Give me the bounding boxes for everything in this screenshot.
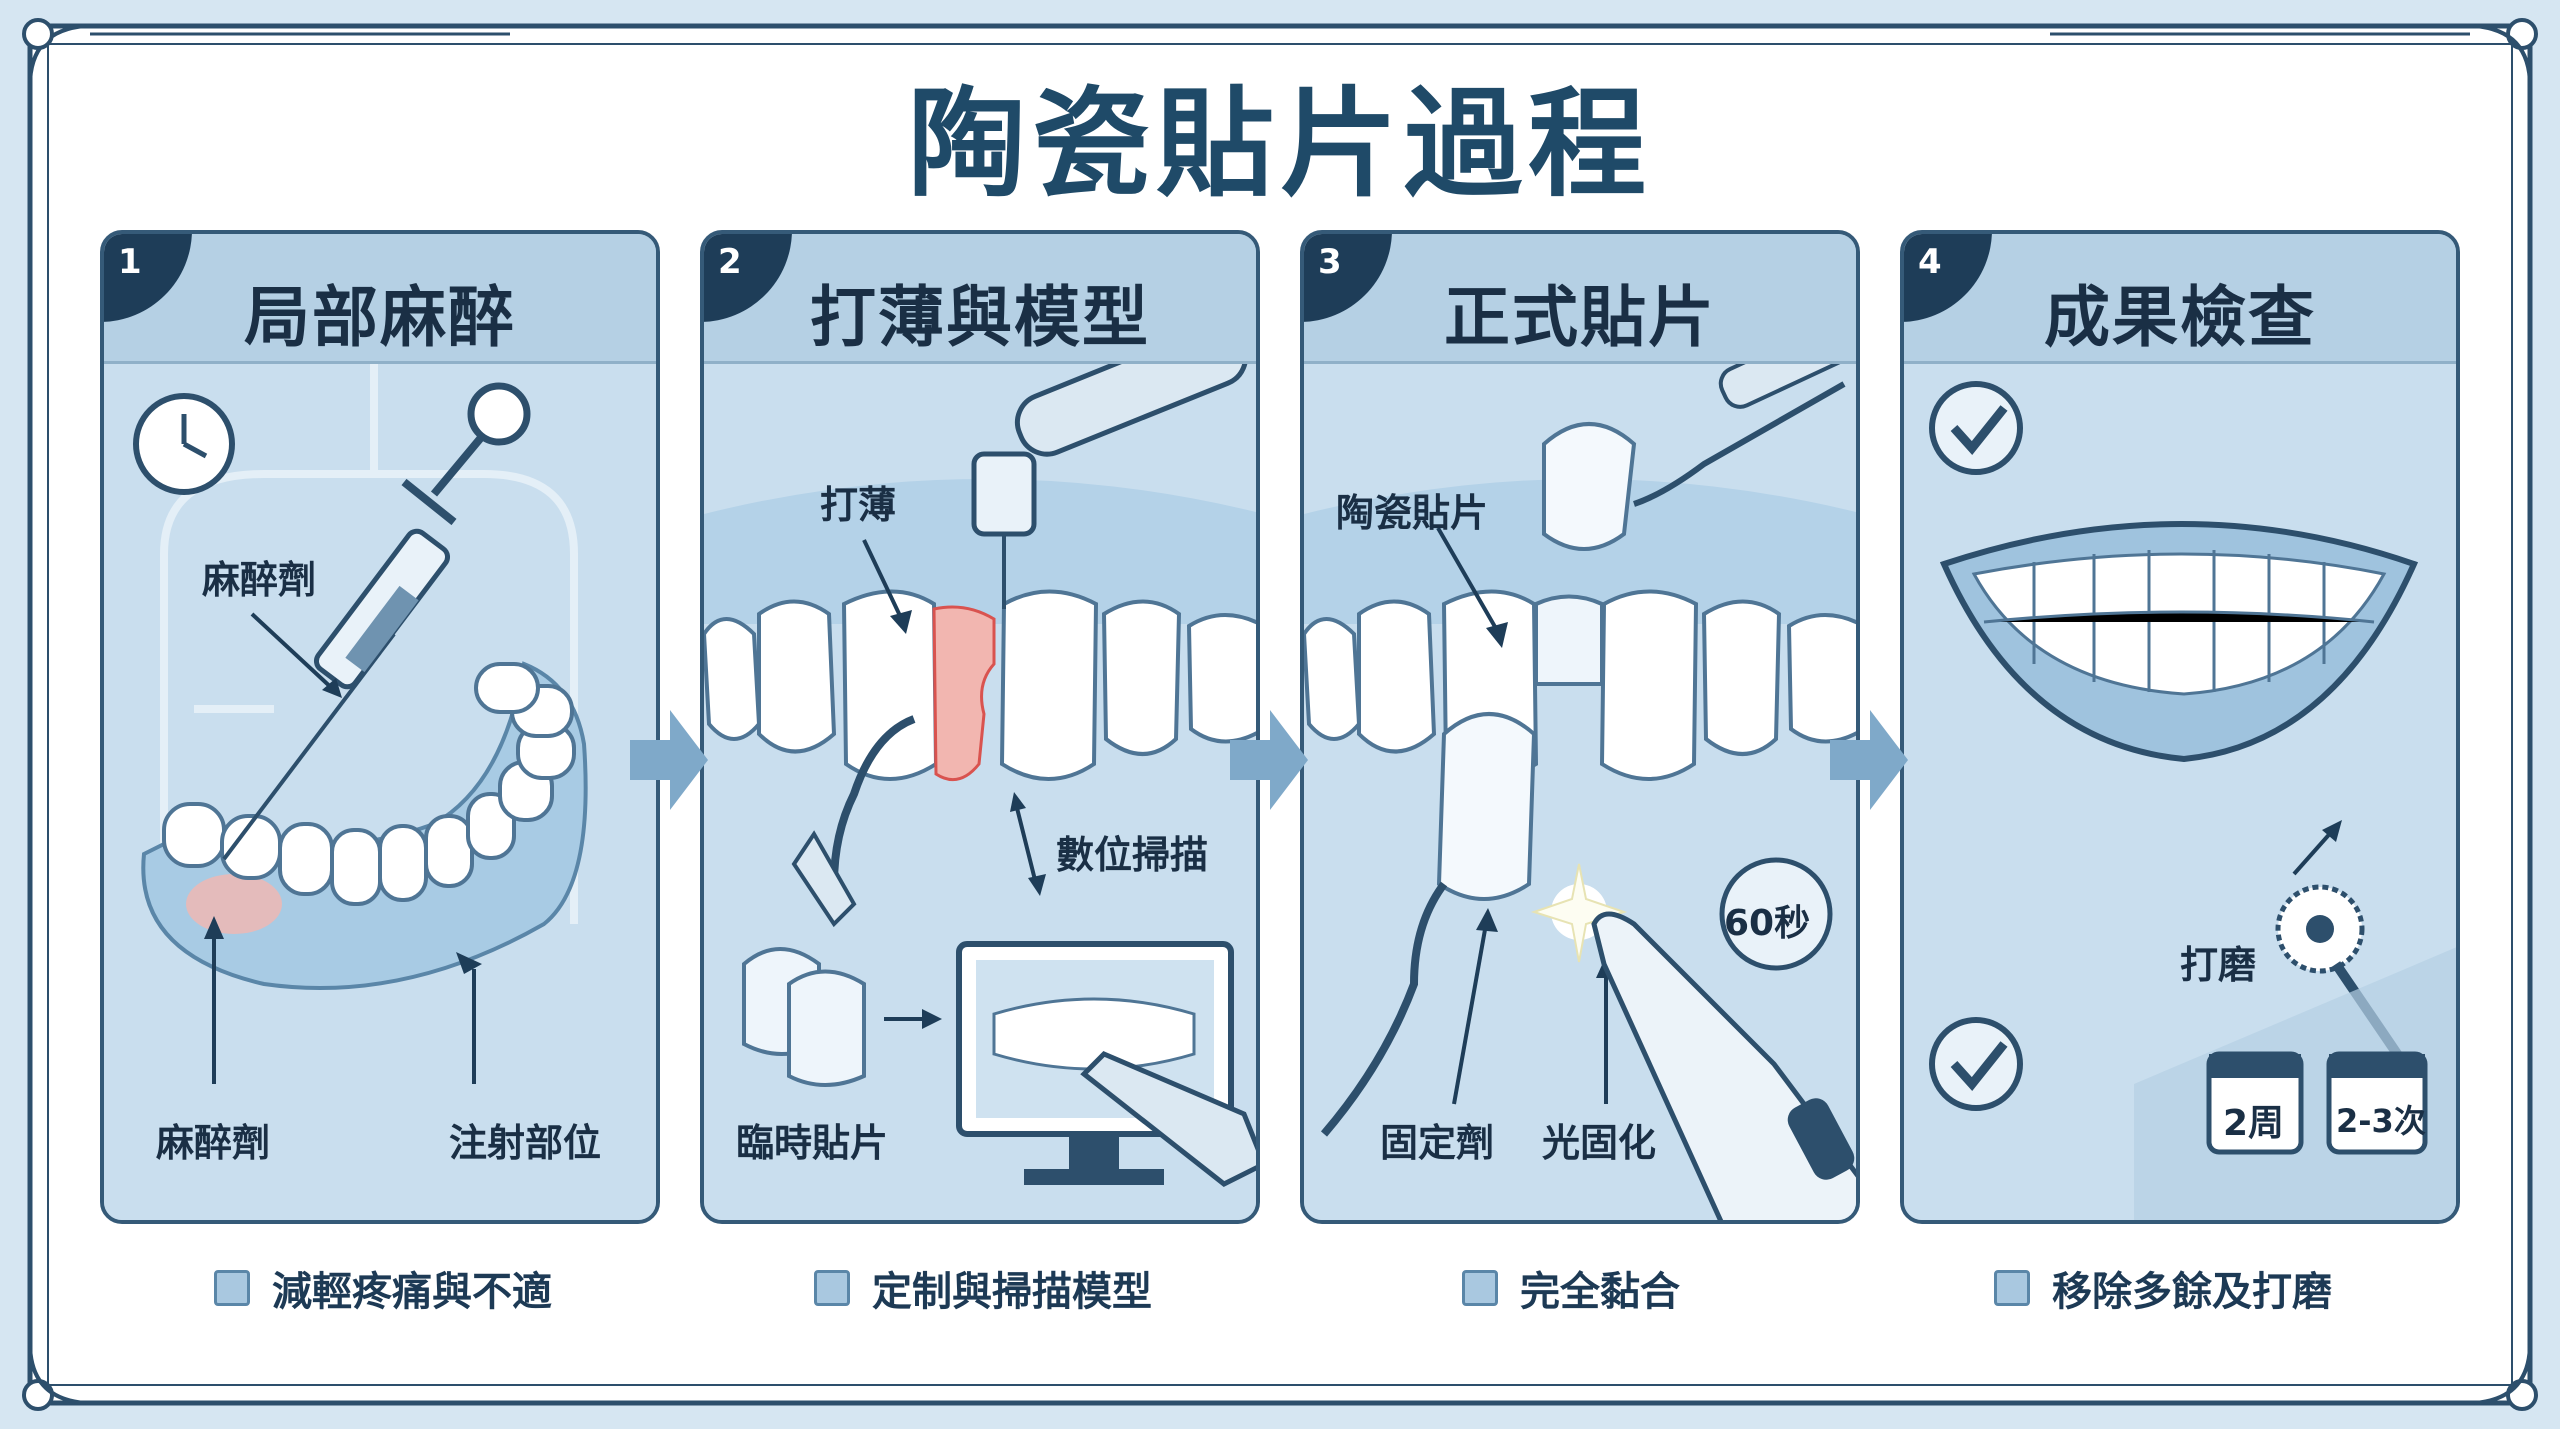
checkmark-icon [1929,381,2023,475]
page-title: 陶瓷貼片過程 [907,75,1652,213]
caption-text: 減輕疼痛與不適 [272,1269,552,1315]
step-number: 2 [718,242,742,282]
calendar-icon [2326,1051,2428,1155]
two-weeks-label: 2周 [2223,1103,2285,1144]
calendar-icon [2206,1051,2304,1155]
step-3-title: 正式貼片 [1444,279,1716,356]
digital-scan-label: 數位掃描 [1056,833,1209,877]
thinning-label: 打薄 [820,483,897,527]
step-2-illustration: 打薄 數位掃描 臨時貼片 [704,322,1256,1220]
temporary-veneer-icon [742,947,866,1087]
polishing-label: 打磨 [2180,943,2257,987]
anesthetic-label: 麻醉劑 [202,558,317,602]
upper-teeth [704,589,1256,781]
checkbox-icon [214,1270,250,1306]
step-4-illustration: 打磨 2周 2-3次 [1904,364,2456,1220]
step-number: 1 [118,242,142,282]
checkbox-icon [1994,1270,2030,1306]
step-3-illustration: 陶瓷貼片 固定劑 光固化 60秒 [1304,315,1856,1220]
step-2-panel: 2 打薄與模型 [700,230,1260,1224]
step-4-panel: 4 成果檢查 [1900,230,2460,1224]
two-three-times-label: 2-3次 [2336,1102,2426,1140]
step-2-caption: 定制與掃描模型 [814,1258,1152,1318]
step-1-panel: 1 局部麻醉 [100,230,660,1224]
step-1-illustration: 麻醉劑 麻醉劑 注射部位 [104,364,656,1220]
step-4-caption: 移除多餘及打磨 [1994,1258,2332,1318]
anesthetic-bottom-label: 麻醉劑 [156,1121,271,1165]
injection-site-label: 注射部位 [449,1121,602,1165]
step-number: 3 [1318,242,1342,282]
caption-text: 移除多餘及打磨 [2052,1269,2332,1315]
veneer-label: 陶瓷貼片 [1336,491,1489,535]
step-1-header: 1 局部麻醉 [104,234,656,364]
result-check-illustration [1904,364,2456,1220]
checkbox-icon [1462,1270,1498,1306]
step-2-title: 打薄與模型 [810,279,1150,356]
checkmark-icon [1929,1017,2023,1111]
step-2-header: 2 打薄與模型 [704,234,1256,364]
step-4-header: 4 成果檢查 [1904,234,2456,364]
light-cure-label: 光固化 [1542,1121,1657,1165]
step-3-panel: 3 正式貼片 [1300,230,1860,1224]
veneer-piece-icon [1542,422,1637,551]
step-3-caption: 完全黏合 [1462,1258,1680,1318]
timer-icon [1719,857,1833,971]
step-3-header: 3 正式貼片 [1304,234,1856,364]
lower-teeth [162,662,576,906]
step-arrow-icon [1230,710,1308,810]
anesthesia-illustration [104,364,656,1220]
caption-text: 完全黏合 [1520,1269,1680,1315]
step-number: 4 [1918,242,1942,282]
held-veneer-icon [1436,712,1537,901]
step-1-title: 局部麻醉 [244,279,516,356]
temporary-veneer-label: 臨時貼片 [736,1121,889,1165]
step-1-caption: 減輕疼痛與不適 [214,1258,552,1318]
caption-text: 定制與掃描模型 [872,1269,1152,1315]
smile-icon [1939,521,2419,763]
tooth-preparation-illustration [704,322,1256,1220]
step-arrow-icon [1830,710,1908,810]
timer-label: 60秒 [1724,903,1811,944]
cement-label: 固定劑 [1380,1121,1495,1165]
syringe-icon [222,382,531,861]
step-4-title: 成果檢查 [2044,279,2316,356]
veneer-bonding-illustration [1304,315,1856,1220]
curing-light-icon [1591,911,1856,1220]
checkbox-icon [814,1270,850,1306]
step-arrow-icon [630,710,708,810]
clock-icon [133,393,235,495]
